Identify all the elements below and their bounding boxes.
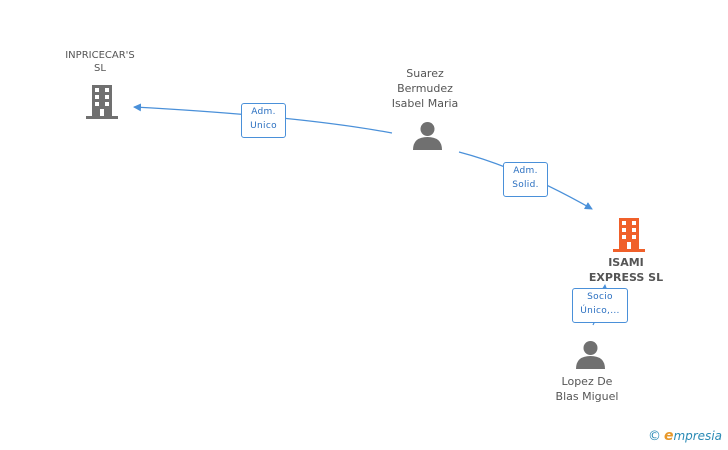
role-label-line: Adm. <box>513 166 538 176</box>
node-label-line: INPRICECAR'S <box>65 50 135 61</box>
edge-role-label[interactable]: Adm. Unico <box>241 103 286 138</box>
building-icon[interactable] <box>86 83 118 119</box>
node-label-line: Suarez <box>406 67 444 80</box>
person-icon[interactable] <box>576 340 605 369</box>
edge-role-label[interactable]: Socio Único,... <box>572 288 628 323</box>
edge-role-label[interactable]: Adm. Solid. <box>503 162 548 197</box>
node-label-line: Bermudez <box>397 82 453 95</box>
node-label-line: EXPRESS SL <box>588 271 664 284</box>
role-label-line: Adm. <box>251 107 276 117</box>
role-label-line: Socio <box>587 292 613 302</box>
copyright-brand: ©empresia <box>648 428 722 444</box>
node-label-line: ISAMI <box>608 256 644 269</box>
brand-name: mpresia <box>673 429 722 443</box>
node-label-line: Lopez De <box>561 375 613 388</box>
node-label-lopez[interactable]: Lopez De Blas Miguel <box>537 374 637 404</box>
node-label-isami[interactable]: ISAMI EXPRESS SL <box>576 255 676 285</box>
node-label-inpricecars[interactable]: INPRICECAR'S SL <box>50 49 150 75</box>
node-label-line: Isabel Maria <box>391 97 459 110</box>
role-label-line: Único,... <box>580 306 620 316</box>
node-label-line: SL <box>94 63 106 74</box>
building-icon[interactable] <box>613 216 645 252</box>
node-label-line: Blas Miguel <box>555 390 619 403</box>
role-label-line: Solid. <box>512 180 539 190</box>
node-label-suarez[interactable]: Suarez Bermudez Isabel Maria <box>375 66 475 111</box>
copyright-icon: © <box>647 429 661 444</box>
person-icon[interactable] <box>413 121 442 150</box>
role-label-line: Unico <box>250 121 277 131</box>
brand-logo-letter: e <box>663 428 674 444</box>
